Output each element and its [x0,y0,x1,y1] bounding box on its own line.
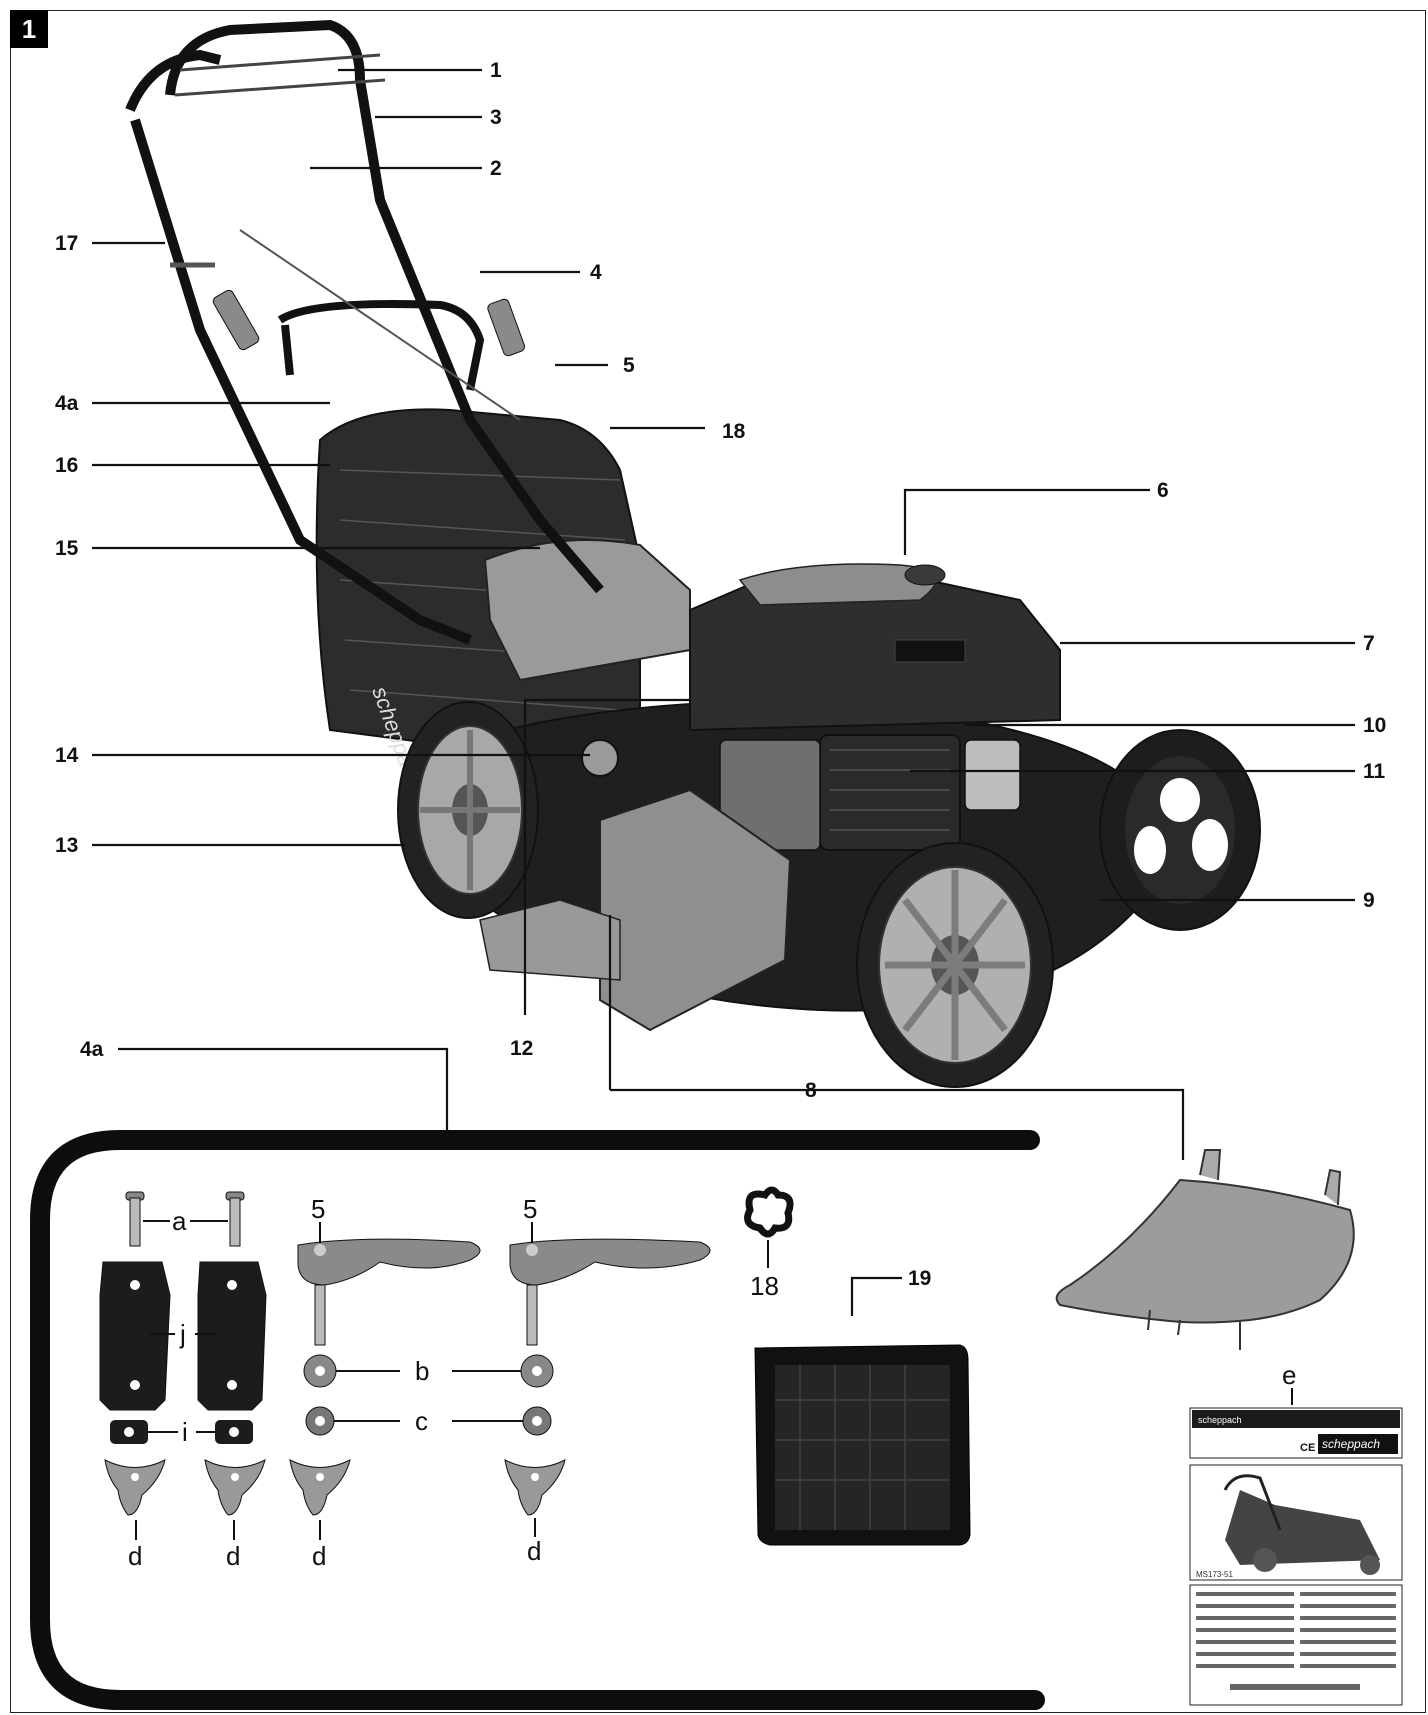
quick-release-levers-5: 5 5 [297,1194,711,1346]
washers-b-c: b c [303,1354,554,1436]
figure-frame [10,10,1426,1713]
starter-knob [581,739,619,777]
square-nuts-i: i [110,1417,253,1447]
front-wheel [856,842,1054,1088]
part-label-d-2: d [226,1541,240,1571]
callout-numbers: 1 3 2 17 4 5 4a 18 16 6 15 7 10 14 11 13… [55,59,1386,1102]
callout-9: 9 [1363,889,1375,912]
callout-16: 16 [55,454,78,477]
mulch-insert-19: 19 [754,1267,971,1546]
fuel-cap [904,564,946,586]
callout-14: 14 [55,744,79,767]
lower-handle-tube-4a [30,1130,1045,1710]
callout-3: 3 [490,106,502,129]
part-label-j: j [179,1319,186,1349]
callout-10: 10 [1363,714,1386,737]
star-knobs-d: d d d d [104,1459,566,1571]
callout-leaders [92,68,1355,1160]
callout-12: 12 [510,1037,533,1060]
part-label-5-2: 5 [523,1194,537,1224]
part-label-b: b [415,1356,429,1386]
part-label-d-1: d [128,1541,142,1571]
ce-mark: CE [1300,1442,1315,1454]
engine-cover [738,563,937,606]
part-label-18: 18 [750,1271,779,1301]
carriage-bolts-a: a [125,1191,245,1247]
muffler [964,739,1021,811]
part-label-a: a [172,1206,187,1236]
part-label-d-3: d [312,1541,326,1571]
handle-clamps-j: j [99,1261,267,1411]
rear-cover [483,539,691,682]
part-label-c: c [415,1406,428,1436]
callout-17: 17 [55,232,78,255]
part-label-5-1: 5 [311,1194,325,1224]
callout-4: 4 [590,261,602,284]
callout-13: 13 [55,834,78,857]
lawn-mower-illustration: scheppach [125,19,1261,1088]
cable-clip-18: 18 [744,1186,794,1301]
front-small-wheel [1099,729,1261,931]
callout-1: 1 [490,59,502,82]
callout-18: 18 [722,420,746,443]
part-label-d-4: d [527,1536,541,1566]
handle-assembly [125,19,604,645]
callout-4a-parts: 4a [80,1038,104,1061]
callout-7: 7 [1363,632,1375,655]
documentation-e: e scheppach CE scheppach MS173-51 [1189,1360,1403,1706]
part-label-i: i [182,1417,188,1447]
side-discharge-chute-8 [1055,1149,1355,1350]
side-discharge-flap [599,788,792,1032]
manual-model: MS173-51 [1196,1570,1233,1579]
figure-number-badge: 1 [10,10,48,48]
air-filter-housing [819,734,961,851]
callout-2: 2 [490,157,502,180]
callout-8: 8 [805,1079,817,1102]
engine-label-plate [894,639,966,663]
label-brand-logo: scheppach [1322,1437,1380,1451]
part-label-e: e [1282,1360,1296,1390]
callout-11: 11 [1363,760,1386,783]
rating-label-brand: scheppach [1198,1415,1242,1425]
rear-wheel [397,701,539,919]
callout-19: 19 [908,1267,931,1290]
callout-6: 6 [1157,479,1169,502]
callout-5: 5 [623,354,635,377]
callout-4a: 4a [55,392,79,415]
callout-15: 15 [55,537,79,560]
